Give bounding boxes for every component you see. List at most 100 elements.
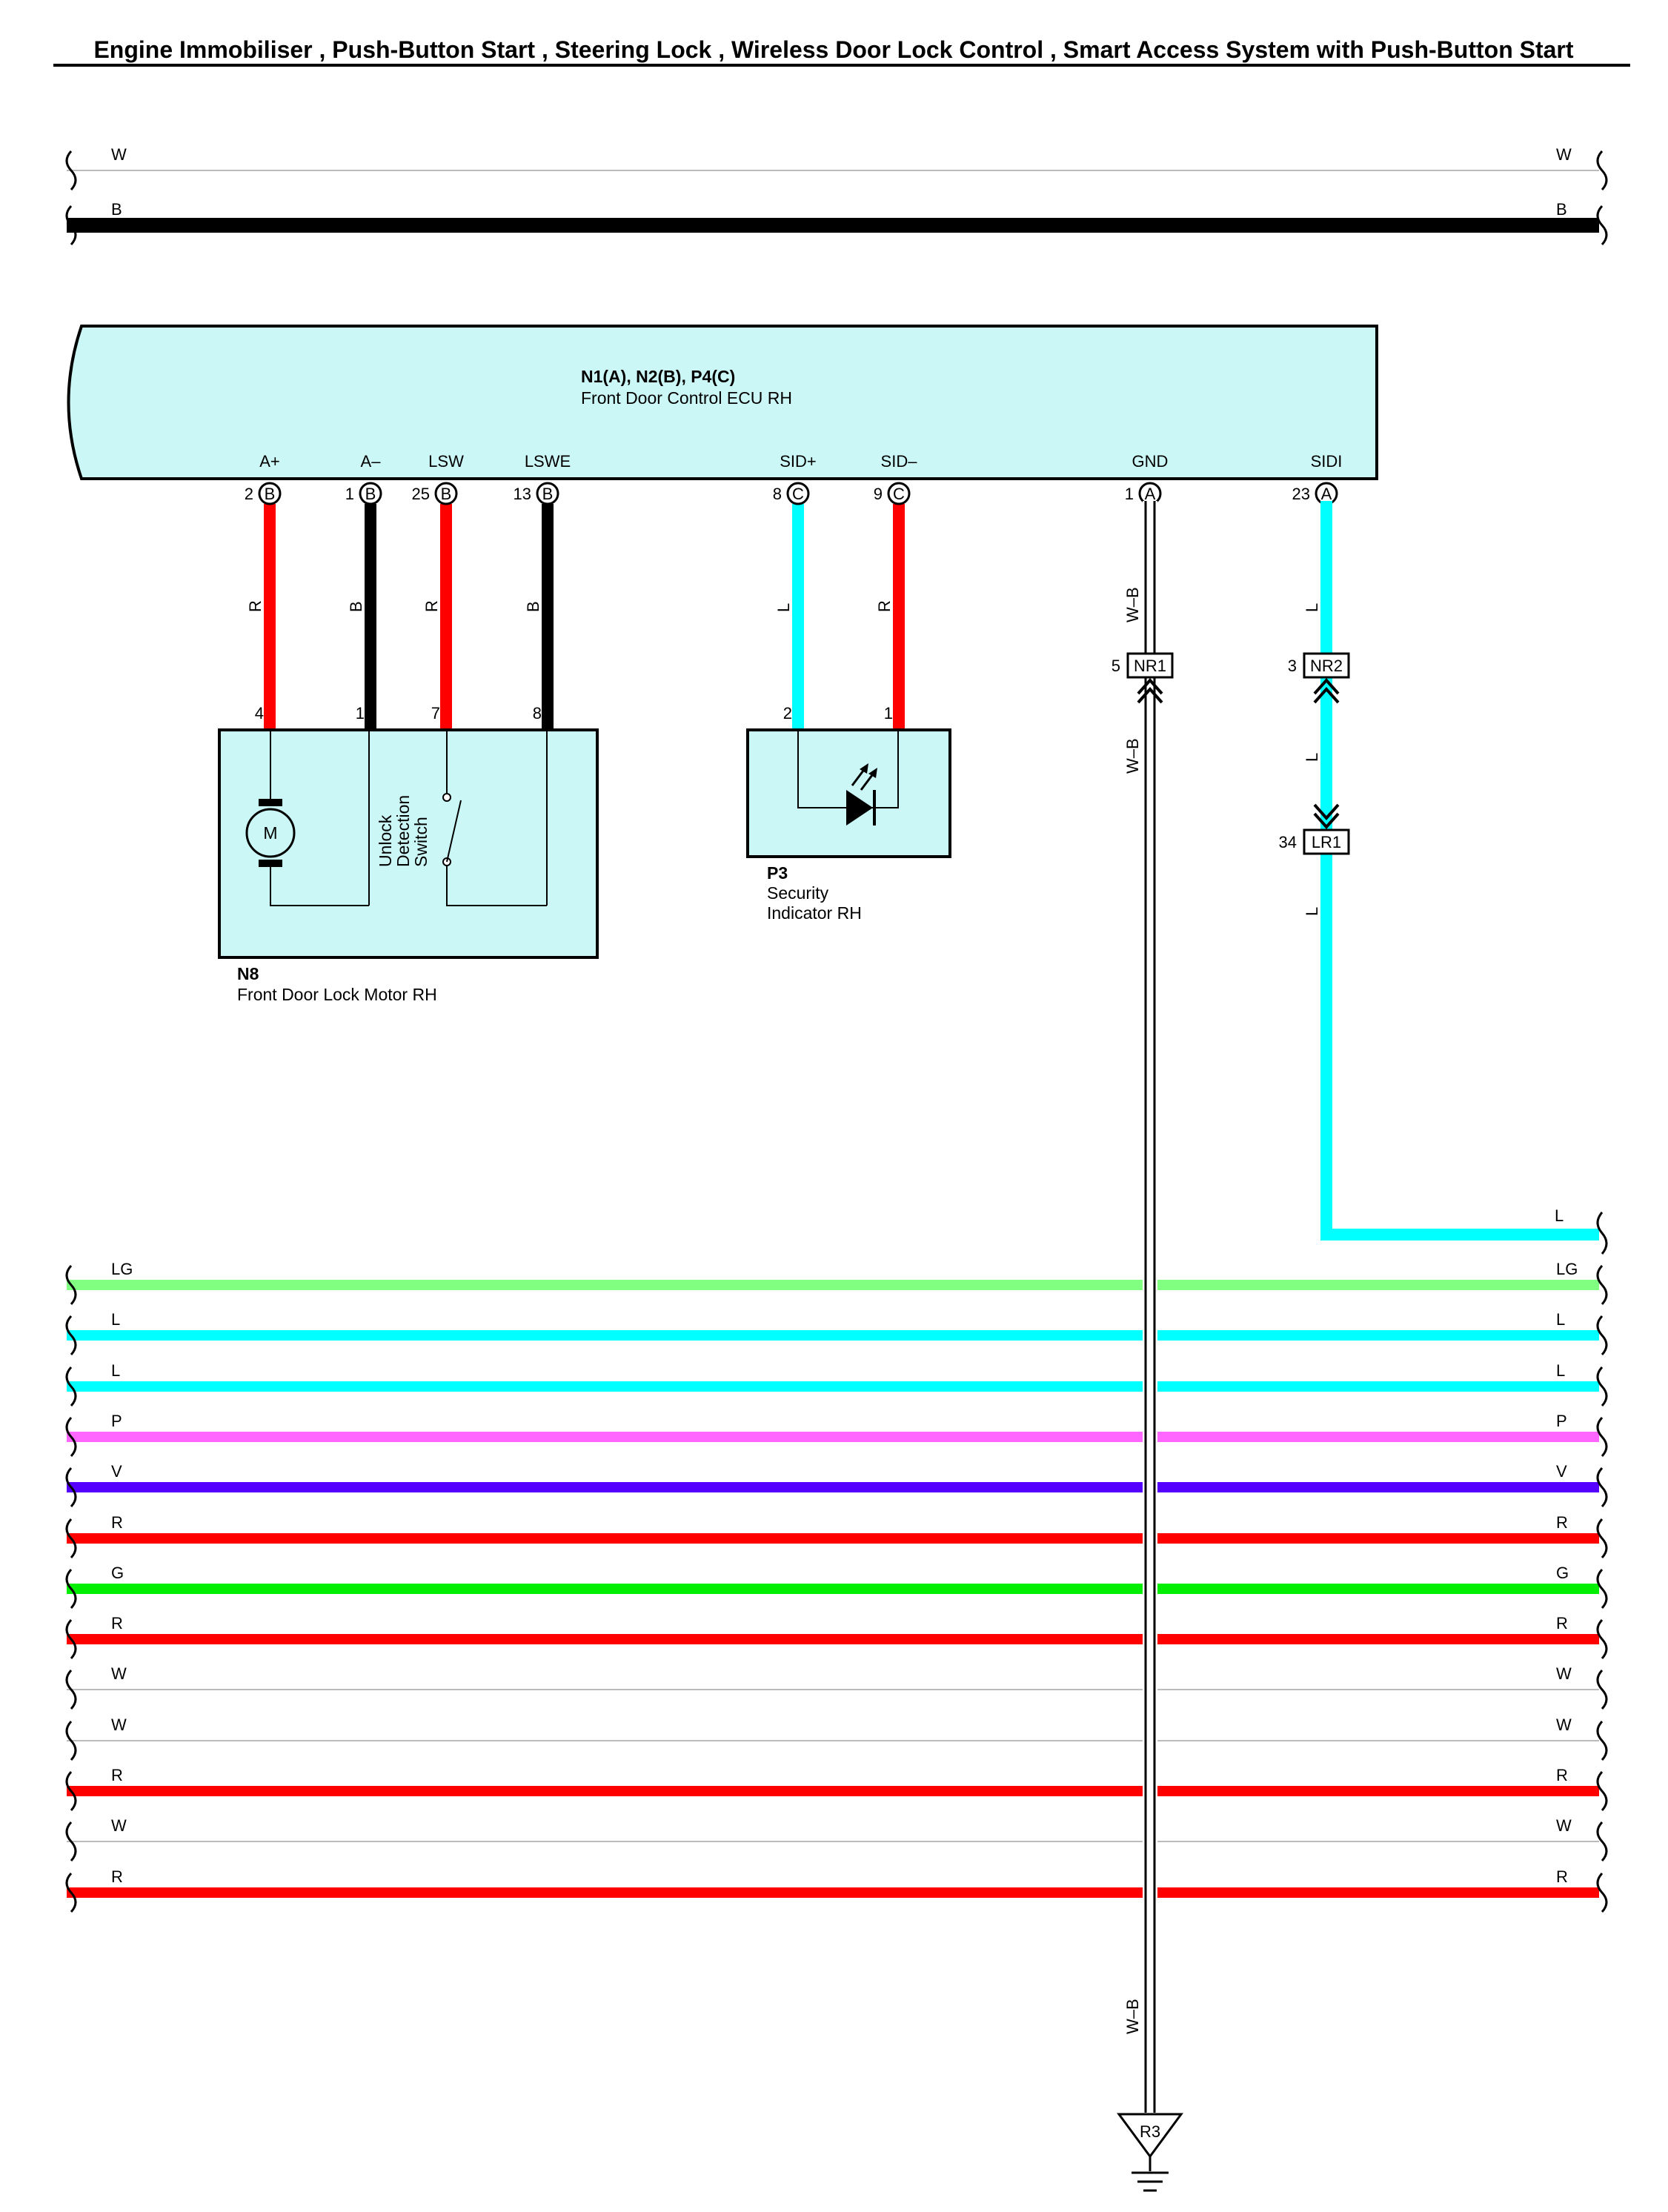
bottom-bus-7-wavy-right [1596,1618,1608,1660]
ecu-terminal-connector-code: B [441,485,452,503]
bottom-bus-2-wavy-right [1596,1366,1608,1407]
bottom-bus-0-wavy-right [1596,1264,1608,1306]
switch-label: Unlock Detection Switch [376,795,431,867]
bottom-bus-11-code-left: W [111,1816,127,1835]
top-bus-1-wavy-left [65,205,77,246]
sidi-wire-code-1: L [1303,603,1321,612]
ground-symbol: R3 [1117,2113,1183,2192]
bottom-bus-6-wavy-left [65,1568,77,1610]
ground-wire-code-2: W–B [1123,738,1142,774]
ground-wire-code-1: W–B [1123,587,1142,622]
svg-text:Detection: Detection [393,795,413,867]
junction-pin: 3 [1288,657,1297,675]
indicator-name-line-2: Indicator RH [767,903,862,923]
junction-chevron-icon [1313,803,1340,830]
indicator-terminal-pin: 2 [783,704,792,723]
ecu-terminal-name: SID– [881,452,918,471]
ecu-terminal-pin: 9 [874,485,883,503]
junction-pin: 5 [1112,657,1120,675]
ecu-wire-group: A+RB2A–BB1LSWRB25LSWEBB13SID+LC8SID–RC9G… [245,452,1343,757]
bottom-bus-5-code-right: R [1556,1513,1568,1532]
junction-chevron-icon [1313,677,1340,704]
sidi-wire [1320,501,1599,1240]
motor-terminal-pin: 4 [255,704,264,723]
motor-icon [245,808,296,858]
motor-name: Front Door Lock Motor RH [237,985,437,1004]
ecu-terminal-connector-code: A [1145,485,1156,503]
ecu-terminal-connector [887,482,911,505]
bottom-bus-6-wavy-right [1596,1568,1608,1610]
ecu-terminal-name: SIDI [1311,452,1343,471]
motor-cap-bottom [259,860,282,867]
ground-wire-code-3: W–B [1123,1999,1142,2034]
bottom-bus-2-code-left: L [111,1361,120,1380]
bottom-bus-10-code-right: R [1556,1766,1568,1784]
sidi-wire-code-2: L [1303,753,1321,762]
top-bus-1-code-left: B [111,200,122,219]
ecu-wire-code: R [422,600,441,612]
ecu-terminal-name: A– [361,452,382,471]
ecu-terminal-pin: 25 [412,485,430,503]
ecu-terminal-pin: 1 [1125,485,1134,503]
bottom-bus-0-wavy-left [65,1264,77,1306]
door-lock-motor: M Unlock Detection Switch N8 Front Door … [218,728,599,1004]
ecu-terminal-connector-code: B [542,485,554,503]
led-arrow-head-1 [860,763,868,774]
ecu-terminal-connector-code: B [365,485,376,503]
motor-code: N8 [237,964,259,983]
bottom-bus-6-code-left: G [111,1564,124,1582]
bottom-bus-12-wavy-right [1596,1872,1608,1913]
ecu-terminal-connector-code: A [1321,485,1332,503]
ecu-wire-code: B [524,601,542,612]
bottom-bus-2-wavy-left [65,1366,77,1407]
indicator-name-line-1: Security [767,883,829,903]
bottom-bus-0-code-right: LG [1556,1260,1578,1278]
led-arrow-head-2 [868,768,877,778]
bottom-bus-7-code-left: R [111,1614,123,1633]
junction-connector [1126,652,1174,679]
switch-contact-top [442,793,451,802]
bottom-bus-9-code-right: W [1556,1716,1572,1734]
motor-terminal-pin: 1 [356,704,365,723]
bottom-bus-5-wavy-right [1596,1518,1608,1559]
motor-symbol: M [263,823,277,843]
bottom-bus-1-code-right: L [1556,1310,1565,1329]
ecu-terminal-pin: 23 [1292,485,1310,503]
ecu-terminal-name: SID+ [780,452,817,471]
svg-text:Switch: Switch [411,817,431,867]
switch-blade [446,800,462,863]
bottom-bus-12-code-left: R [111,1867,123,1886]
ecu-wire-code: R [875,600,894,612]
bottom-bus-1-wavy-left [65,1315,77,1356]
ecu-terminal-pin: 8 [773,485,782,503]
junction-label: LR1 [1312,833,1341,851]
bottom-bus-8-code-left: W [111,1664,127,1683]
bottom-bus-11-wavy-left [65,1821,77,1862]
ecu-wire-code: R [246,600,265,612]
ecu-terminal-connector [359,482,382,505]
ecu-terminal-connector-code: C [792,485,804,503]
junction-chevron-icon [1137,677,1163,704]
page-title: Engine Immobiliser , Push-Button Start ,… [93,36,1573,63]
sidi-wavy-end [1596,1212,1608,1255]
ecu-terminal-pin: 13 [514,485,531,503]
bottom-bus-11-wavy-right [1596,1821,1608,1862]
top-bus-1-wavy-right [1596,205,1608,246]
switch-wire [446,730,547,906]
bottom-bus-10-wavy-left [65,1770,77,1812]
top-bus-0-code-right: W [1556,145,1572,164]
ecu-terminal-connector [434,482,458,505]
bottom-bus-3-wavy-right [1596,1416,1608,1458]
ecu: N1(A), N2(B), P4(C) Front Door Control E… [67,325,1378,480]
ecu-terminal-name: A+ [259,452,280,471]
junction-label: NR2 [1310,657,1343,675]
bottom-bus-9-wavy-left [65,1720,77,1761]
bottom-bus-10-code-left: R [111,1766,123,1784]
bottom-bus-7-code-right: R [1556,1614,1568,1633]
bottom-bus-2-code-right: L [1556,1361,1565,1380]
indicator-code: P3 [767,863,788,883]
bottom-bus-8-code-right: W [1556,1664,1572,1683]
bottom-bus-12-wavy-left [65,1872,77,1913]
